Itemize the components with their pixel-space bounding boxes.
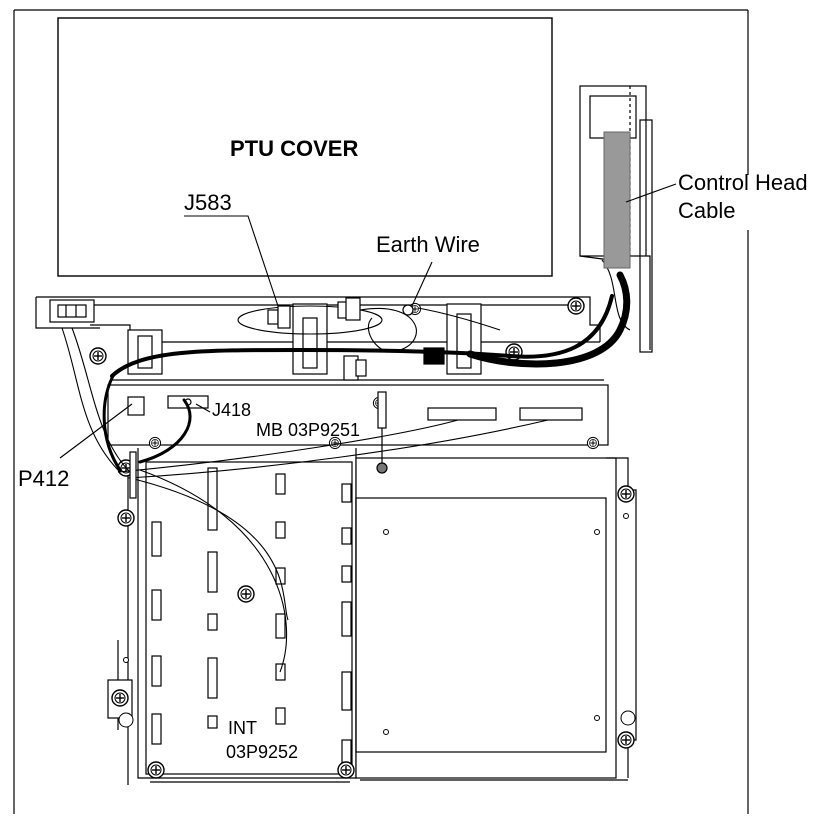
control-head-label: Control Head: [678, 170, 808, 195]
int-label: INT: [228, 718, 257, 738]
board-slots: [151, 467, 352, 765]
p412-label: P412: [18, 466, 69, 491]
mounting-holes: [118, 513, 636, 735]
j418-label: J418: [212, 400, 251, 420]
int-board: [107, 448, 357, 785]
int-board-label: 03P9252: [226, 742, 298, 762]
ptu-cover: [57, 17, 553, 277]
flange-connector: [49, 299, 95, 323]
frame: [13, 9, 749, 814]
harness-cable: [102, 271, 631, 472]
control-head-cable: [603, 131, 631, 269]
ptu-cover-label: PTU COVER: [230, 136, 358, 161]
j583-label: J583: [184, 190, 232, 215]
ferrite-icon: [129, 391, 388, 499]
cable-label: Cable: [678, 198, 735, 223]
connector-icon: [267, 297, 445, 381]
earth-wire-label: Earth Wire: [376, 232, 480, 257]
shield-plate: [150, 457, 637, 783]
mb-board-label: MB 03P9251: [256, 420, 360, 440]
leader-lines: [59, 183, 677, 459]
